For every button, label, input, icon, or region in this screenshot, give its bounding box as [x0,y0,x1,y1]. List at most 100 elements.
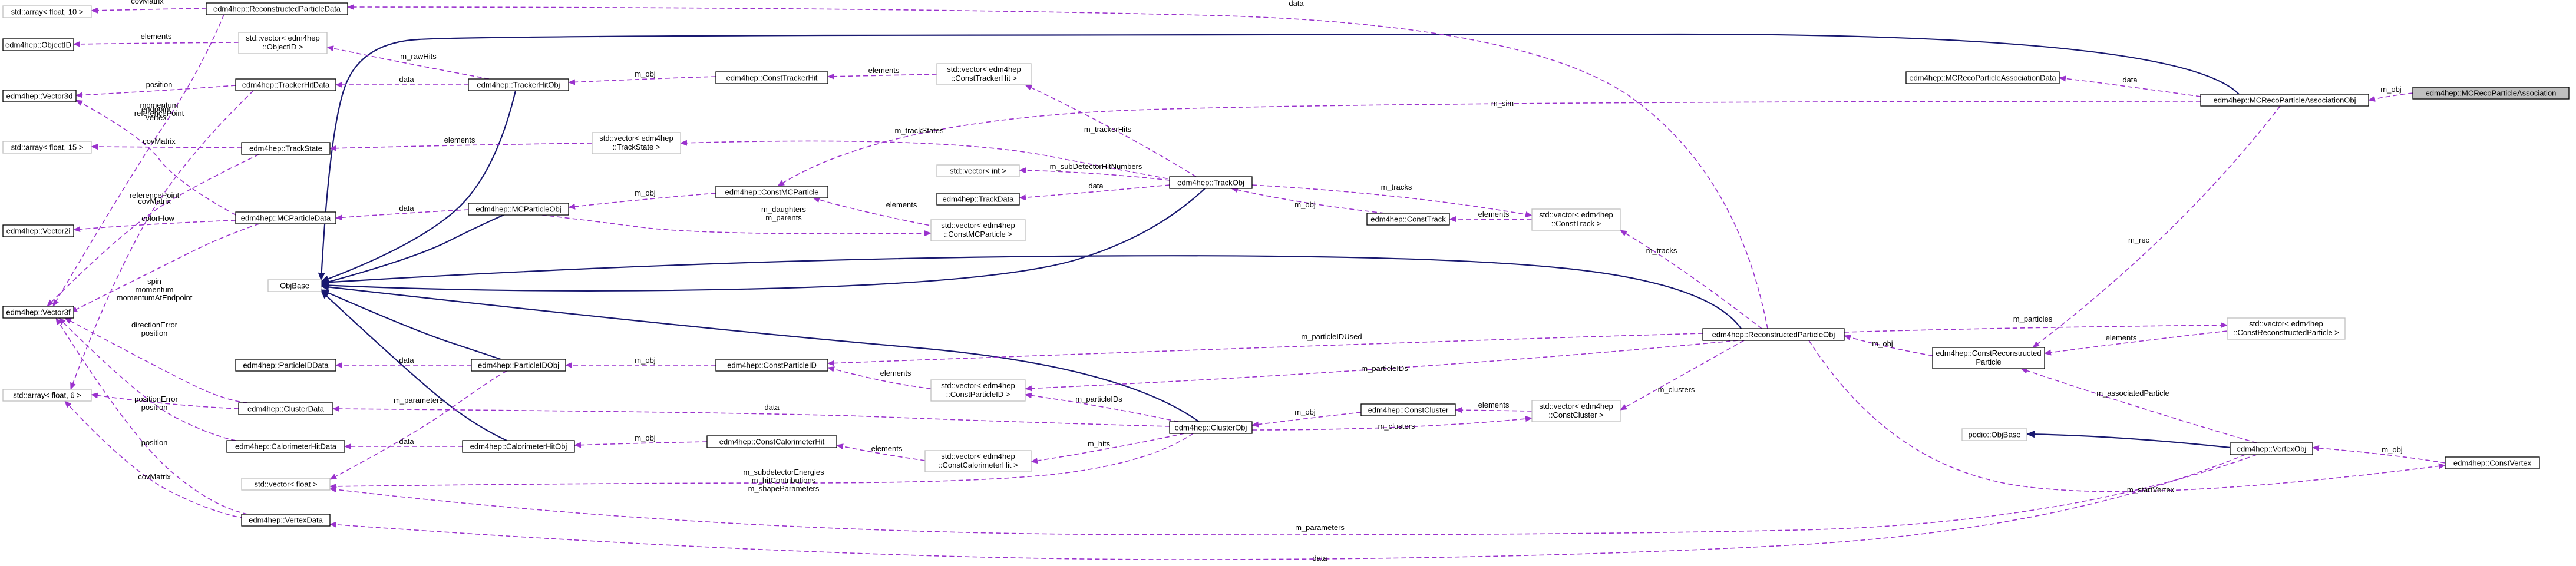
usage-edge [2312,445,2446,464]
node-label: edm4hep::ParticleIDData [243,361,329,370]
node-label: std::vector< edm4hep [941,452,1015,461]
node-constreco[interactable]: edm4hep::ConstReconstructedParticle [1932,347,2045,369]
node-vertexdata[interactable]: edm4hep::VertexData [241,514,331,527]
usage-edge [1019,184,1170,201]
node-objid[interactable]: edm4hep::ObjectID [2,38,74,51]
edge-label: m_parameters [394,396,443,405]
node-consttrack[interactable]: edm4hep::ConstTrack [1366,213,1450,226]
node-constmcp[interactable]: edm4hep::ConstMCParticle [715,186,828,198]
node-vecconsttrkhit[interactable]: std::vector< edm4hep::ConstTrackerHit > [936,63,1032,85]
node-box [226,440,345,453]
node-arr6[interactable]: std::array< float, 6 > [2,389,92,402]
edge-label: covMatrix [138,197,171,206]
node-trackdata[interactable]: edm4hep::TrackData [936,193,1020,206]
node-box [235,359,336,372]
node-label: edm4hep::ConstTrackerHit [726,74,818,82]
node-constcalohit[interactable]: edm4hep::ConstCalorimeterHit [706,435,837,448]
node-vec2i[interactable]: edm4hep::Vector2i [2,224,74,237]
usage-edge [58,317,236,441]
node-mcpdata[interactable]: edm4hep::MCParticleData [235,211,336,224]
node-box [241,478,331,491]
node-box [468,203,569,216]
node-mcrecodata[interactable]: edm4hep::MCRecoParticleAssociationData [1905,71,2060,84]
node-podioobjbase[interactable]: podio::ObjBase [1961,428,2027,441]
node-label: edm4hep::ConstCluster [1368,406,1449,415]
usage-edge [680,140,1191,183]
inheritance-edge [321,289,501,360]
edge-label: m_obj [1872,339,1893,348]
node-vec3d[interactable]: edm4hep::Vector3d [2,90,77,102]
node-box [241,142,331,155]
edge-label: m_tracks [1381,183,1412,191]
node-calohitobj[interactable]: edm4hep::CalorimeterHitObj [462,440,575,453]
node-label: std::array< float, 6 > [13,391,81,400]
edge-label: referencePoint [134,109,184,118]
usage-edge [1620,340,1745,411]
inheritance-edge [321,283,1200,422]
node-vecconsttrack[interactable]: std::vector< edm4hep::ConstTrack > [1531,208,1621,231]
node-label: ::TrackState > [613,143,660,151]
node-consttrkhit[interactable]: edm4hep::ConstTrackerHit [715,71,828,84]
node-mcrecoobj[interactable]: edm4hep::MCRecoParticleAssociationObj [2200,94,2369,107]
node-arr15[interactable]: std::array< float, 15 > [2,141,92,154]
node-constvertex[interactable]: edm4hep::ConstVertex [2445,456,2540,469]
node-trackobj[interactable]: edm4hep::TrackObj [1169,176,1253,189]
node-label: edm4hep::ObjectID [5,41,71,49]
node-trackstate[interactable]: edm4hep::TrackState [241,142,331,155]
node-label: edm4hep::MCRecoParticleAssociationData [1909,74,2056,82]
node-vecfloat[interactable]: std::vector< float > [241,478,331,491]
usage-edge [1251,412,1362,428]
edge-label: referencePoint [130,191,180,200]
usage-edge [2368,92,2413,102]
usage-edge [1844,335,1933,356]
node-label: edm4hep::ConstVertex [2453,459,2532,468]
node-vecint[interactable]: std::vector< int > [936,164,1020,177]
usage-edge [64,317,248,403]
node-vecconstpid[interactable]: std::vector< edm4hep::ConstParticleID > [930,379,1026,402]
node-clusterobj[interactable]: edm4hep::ClusterObj [1169,421,1253,434]
node-box [2230,442,2313,455]
node-calohitdata[interactable]: edm4hep::CalorimeterHitData [226,440,345,453]
node-box [1702,328,1845,341]
usage-edge [329,454,2245,560]
usage-edge [1231,187,1385,214]
edge-label: data [1289,0,1304,8]
node-piobj[interactable]: edm4hep::ParticleIDObj [471,359,566,372]
node-vec3f[interactable]: edm4hep::Vector3f [2,306,74,319]
node-vectrkstate[interactable]: std::vector< edm4hep::TrackState > [592,132,681,154]
node-label: edm4hep::ReconstructedParticleData [213,5,341,14]
node-mcreco[interactable]: edm4hep::MCRecoParticleAssociation [2412,87,2570,100]
node-constpid[interactable]: edm4hep::ConstParticleID [715,359,828,372]
node-constcluster[interactable]: edm4hep::ConstCluster [1360,403,1456,416]
node-trkhitobj[interactable]: edm4hep::TrackerHitObj [468,78,569,91]
node-vecconstmcp[interactable]: std::vector< edm4hep::ConstMCParticle > [930,219,1026,241]
node-trkhitdata[interactable]: edm4hep::TrackerHitData [235,78,336,91]
node-clusterdata[interactable]: edm4hep::ClusterData [238,402,333,415]
node-recoobj[interactable]: edm4hep::ReconstructedParticleObj [1702,328,1845,341]
node-box [715,186,828,198]
edge-label: data [764,403,780,412]
inheritance-edge [321,255,1742,329]
node-label: edm4hep::Vector3f [6,308,71,317]
usage-edge [777,101,2201,187]
inheritance-edge [2026,431,2231,449]
node-label: edm4hep::CalorimeterHitObj [470,442,567,451]
edge-label: data [1312,554,1327,562]
node-vecobjid[interactable]: std::vector< edm4hep::ObjectID > [238,32,328,54]
usage-edge [1251,184,1533,217]
node-vecconstcalohit[interactable]: std::vector< edm4hep::ConstCalorimeterHi… [924,450,1032,472]
node-recodata[interactable]: edm4hep::ReconstructedParticleData [206,2,348,15]
node-arr10[interactable]: std::array< float, 10 > [2,5,92,18]
node-vecconstcluster[interactable]: std::vector< edm4hep::ConstCluster > [1531,400,1621,422]
edge-label: positionError [134,395,178,403]
usage-edge [70,90,254,390]
node-label: std::array< float, 10 > [11,8,84,16]
node-box [2,389,92,402]
edge-label: momentum [135,285,173,294]
edge-label: data [399,204,414,213]
node-mcpobj[interactable]: edm4hep::MCParticleObj [468,203,569,216]
node-pidata[interactable]: edm4hep::ParticleIDData [235,359,336,372]
node-objbase[interactable]: ObjBase [267,279,322,292]
node-vecconstreco[interactable]: std::vector< edm4hep::ConstReconstructed… [2227,317,2346,340]
node-vertexobj[interactable]: edm4hep::VertexObj [2230,442,2313,455]
